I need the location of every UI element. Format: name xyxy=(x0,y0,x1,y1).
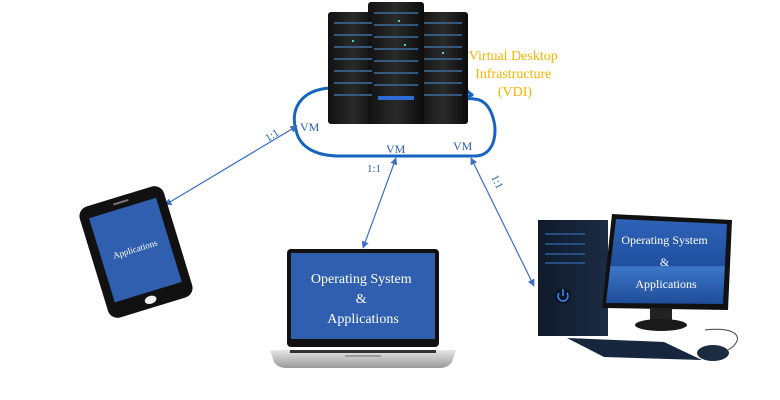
connection-arrow-tablet xyxy=(164,125,298,206)
svg-text:Operating System &: Operating System & Applications xyxy=(311,272,415,327)
laptop-screen-line3: Applications xyxy=(327,312,399,327)
vm-label-center: VM xyxy=(386,142,406,156)
connection-arrow-desktop xyxy=(470,157,535,287)
tablet-device: Applications xyxy=(79,186,193,318)
desktop-screen-line3: Applications xyxy=(635,277,697,291)
vm-label-right: VM xyxy=(453,139,473,153)
desktop-screen-line2: & xyxy=(660,255,670,269)
ratio-label-tablet: 1:1 xyxy=(263,127,281,145)
desktop-screen-line1: Operating System xyxy=(621,233,708,247)
server-rack-icon xyxy=(328,2,468,124)
ratio-label-desktop: 1:1 xyxy=(488,173,505,191)
ratio-label-laptop: 1:1 xyxy=(367,163,381,175)
vm-label-left: VM xyxy=(300,120,320,134)
vdi-label: Virtual Desktop Infrastructure (VDI) xyxy=(469,49,561,100)
laptop-screen-line1: Operating System xyxy=(311,272,412,287)
laptop-screen-line2: & xyxy=(356,292,367,307)
laptop-device: Operating System & Applications xyxy=(270,249,456,368)
desktop-computer: Operating System & Applications xyxy=(538,214,738,361)
svg-text:Operating System &: Operating System & Applications xyxy=(621,233,710,291)
connection-arrow-laptop xyxy=(361,157,398,249)
